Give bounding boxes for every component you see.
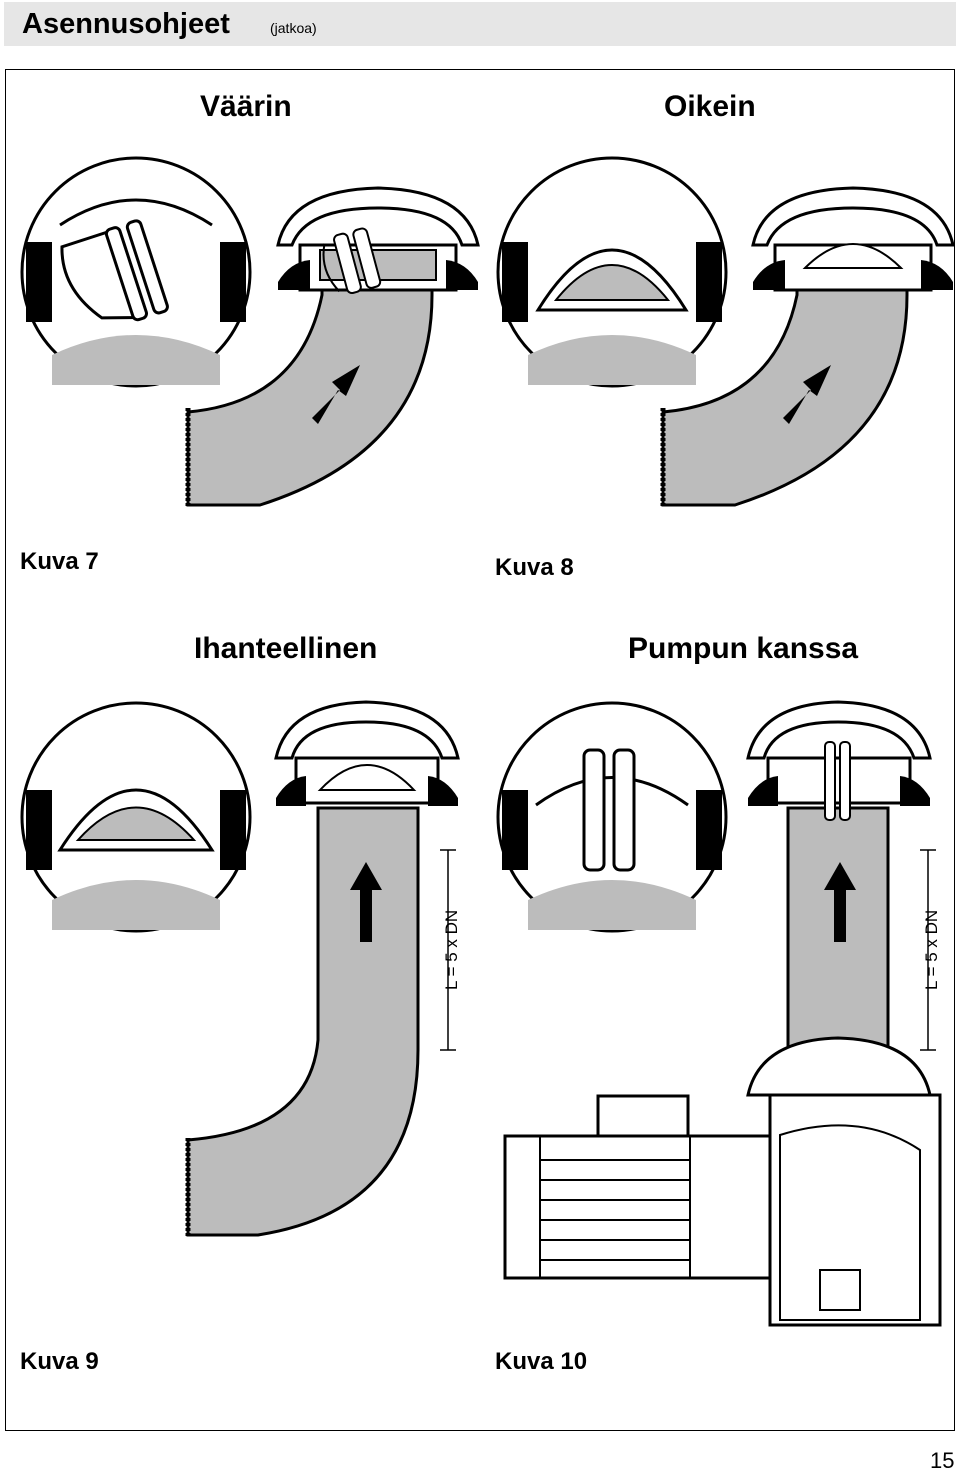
figure-label-kuva-7: Kuva 7 <box>20 548 99 575</box>
figure-label-kuva-8: Kuva 8 <box>495 554 574 581</box>
page-header-subtitle: (jatkoa) <box>270 20 317 36</box>
figure-frame <box>5 69 955 1431</box>
heading-wrong: Väärin <box>200 90 292 123</box>
page-number: 15 <box>930 1448 955 1473</box>
figure-label-kuva-10: Kuva 10 <box>495 1348 588 1375</box>
heading-ideal: Ihanteellinen <box>194 632 378 665</box>
page-header-title: Asennusohjeet <box>22 8 230 40</box>
dimension-label-kuva-10: L = 5 x DN <box>922 910 941 990</box>
heading-with-pump: Pumpun kanssa <box>628 632 859 665</box>
heading-correct: Oikein <box>664 90 756 123</box>
figure-kuva-9-illustration: L = 5 x DN <box>20 700 461 1238</box>
figure-kuva-10-illustration: L = 5 x DN <box>496 700 942 1327</box>
figure-label-kuva-9: Kuva 9 <box>20 1348 99 1375</box>
figure-kuva-8-illustration <box>496 156 955 508</box>
header-bar: Asennusohjeet (jatkoa) <box>4 2 956 46</box>
dimension-label-kuva-9: L = 5 x DN <box>442 910 461 990</box>
figure-kuva-7-illustration <box>20 156 480 508</box>
